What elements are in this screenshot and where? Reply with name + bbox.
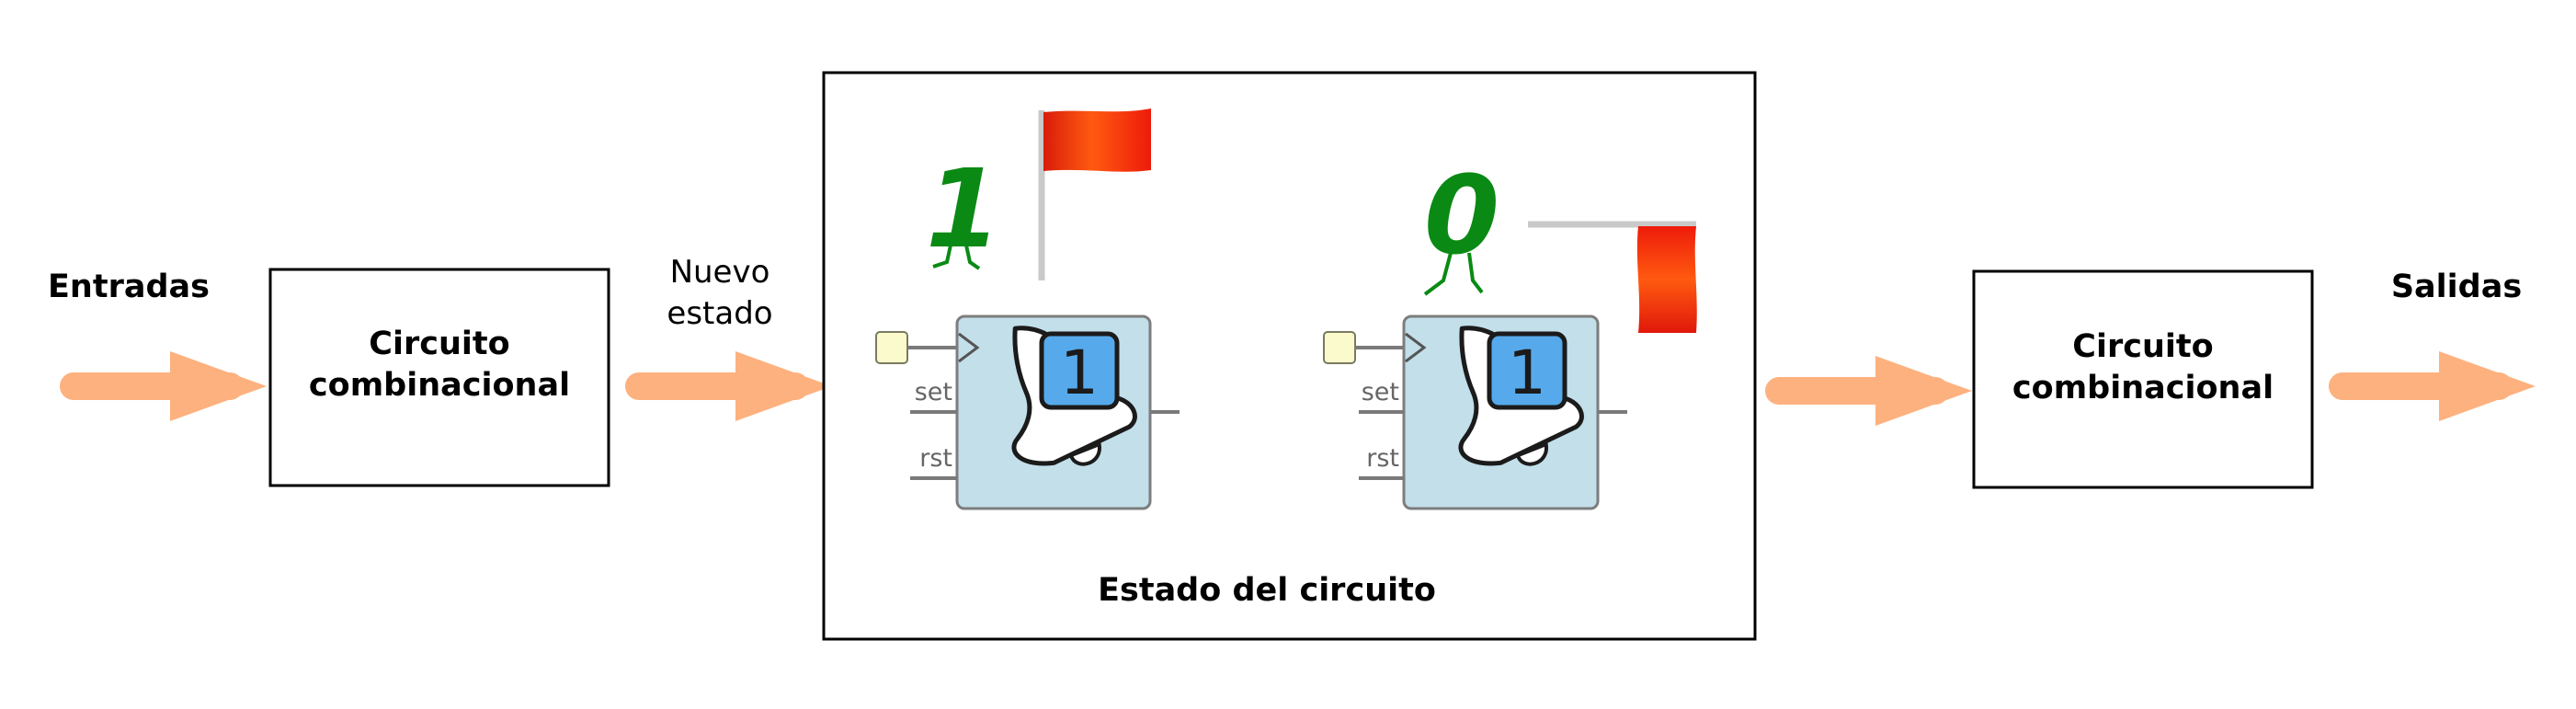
- input-arrow-icon: [74, 351, 267, 421]
- inputs-label: Entradas: [48, 269, 210, 305]
- set-pin-label-2: set: [1362, 378, 1399, 406]
- combinational-block-right: Circuito combinacional: [1972, 269, 2314, 489]
- value-badge-2: [1487, 331, 1567, 410]
- rst-pin-label-1: rst: [919, 444, 952, 473]
- lowered-flag-icon: [1528, 221, 1697, 333]
- bit-zero-legs-icon: [1423, 252, 1484, 296]
- new-state-arrow-icon: [639, 351, 832, 421]
- new-state-label-line1: Nuevo: [670, 254, 770, 291]
- outputs-label: Salidas: [2391, 269, 2522, 305]
- combinational-block-right-line1: Circuito: [2072, 328, 2213, 365]
- set-pin-label-1: set: [915, 378, 952, 406]
- clock-input-2[interactable]: [1323, 331, 1356, 364]
- value-badge-1-text: 1: [1060, 337, 1099, 408]
- value-badge-2-text: 1: [1508, 337, 1546, 408]
- bit-one-legs-icon: [932, 240, 981, 270]
- clock-input-1[interactable]: [875, 331, 908, 364]
- rst-pin-label-2: rst: [1366, 444, 1399, 473]
- combinational-block-left: Circuito combinacional: [268, 268, 610, 487]
- bit-one-character: 1: [926, 145, 1001, 272]
- bit-zero-character: 0: [1424, 152, 1499, 279]
- circuit-state-label: Estado del circuito: [1098, 572, 1436, 609]
- clock-triangle-icon: [1405, 332, 1427, 363]
- output-arrow-icon: [2342, 351, 2536, 421]
- combinational-block-right-line2: combinacional: [2012, 370, 2274, 406]
- state-output-arrow-icon: [1779, 356, 1972, 426]
- combinational-block-left-line1: Circuito: [369, 326, 509, 362]
- value-badge-1: [1039, 331, 1120, 410]
- combinational-block-left-line2: combinacional: [309, 367, 570, 404]
- raised-flag-icon: [1038, 109, 1151, 280]
- clock-triangle-icon: [958, 332, 980, 363]
- flipflop-2: 0 set rst 1: [1323, 152, 1697, 510]
- flipflop-1: 1 set rst 1: [875, 109, 1180, 510]
- new-state-label-line2: estado: [667, 295, 772, 332]
